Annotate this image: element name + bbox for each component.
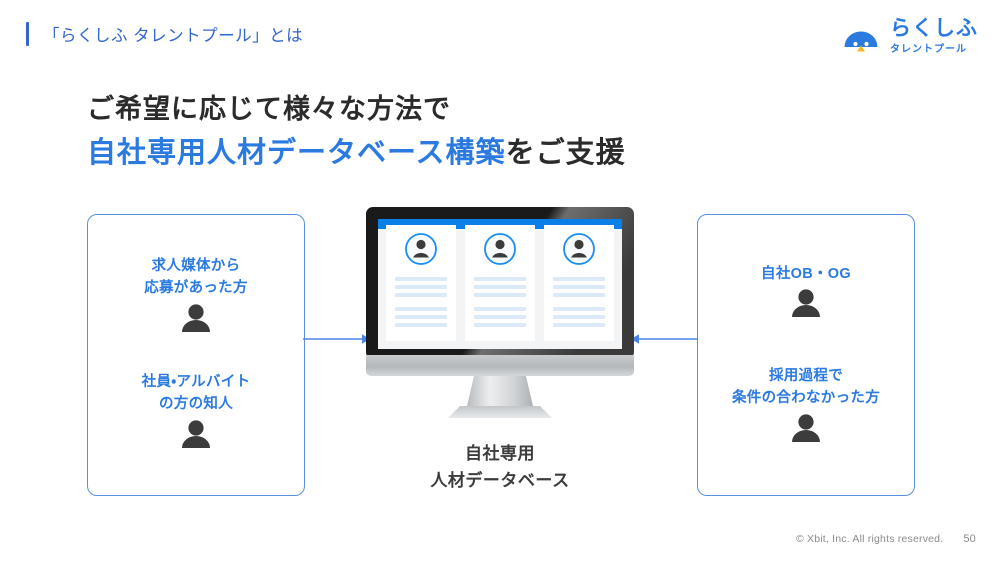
monitor-chin [366,355,634,376]
source-group-left-1: 求人媒体から 応募があった方 [88,255,304,332]
brand-logo: らくしふ タレントプール [841,17,978,57]
rakushifu-bird-logo-icon [841,17,881,57]
monitor-caption-line-2: 人材データベース [430,471,570,491]
source-group-right-1: 自社OB・OG [698,263,914,318]
header-title-group: 「らくしふ タレントプール」とは [26,22,303,46]
source-group-right-2: 採用過程で 条件の合わなかった方 [698,365,914,442]
copyright-text: © Xbit, Inc. All rights reserved. [795,533,944,545]
person-icon [792,414,820,442]
profile-card [544,225,614,341]
headline-line-2: 自社専用人材データベース構築をご支援 [87,132,626,174]
person-icon [182,420,210,448]
headline-tail: をご支援 [505,137,626,170]
header-accent-bar [26,22,29,46]
brand-name: らくしふ [890,17,978,40]
source-box-left: 求人媒体から 応募があった方 社員・アルバイト の方の知人 [87,214,305,496]
monitor-stand-foot [448,406,552,418]
page-title: 「らくしふ タレントプール」とは [43,27,304,45]
source-label-left-1-line1: 求人媒体から [151,258,241,274]
source-label-left-2-line2: の方の知人 [159,396,233,413]
profile-card [465,225,535,341]
source-label-right-1-line1: 自社OB・OG [761,266,851,282]
person-icon [792,289,820,318]
person-icon [182,304,210,332]
headline-line-1: ご希望に応じて様々な方法で [87,94,451,124]
brand-logo-text: らくしふ タレントプール [890,17,978,57]
monitor-caption-line-1: 自社専用 [465,444,535,463]
slide-header: 「らくしふ タレントプール」とは らくしふ タレントプール [0,0,1000,72]
monitor-caption: 自社専用 人材データベース [362,440,638,494]
arrow-right-to-center-icon [631,334,698,344]
page-number: 50 [963,533,976,545]
monitor-stand-neck [467,376,533,406]
arrow-left-to-center-icon [303,334,370,344]
screen-top-bar [378,219,622,229]
desktop-monitor-illustration [362,205,638,427]
source-label-right-2-line2: 条件の合わなかった方 [732,390,880,407]
profile-card [386,225,456,341]
source-label-left-2-line1: 社員・アルバイト [141,374,251,390]
headline-emphasis: 自社専用人材データベース構築 [87,137,506,170]
source-box-right: 自社OB・OG 採用過程で 条件の合わなかった方 [697,214,915,496]
source-group-left-2: 社員・アルバイト の方の知人 [88,371,304,448]
brand-subtitle: タレントプール [890,44,967,56]
headline-block: ご希望に応じて様々な方法で 自社専用人材データベース構築をご支援 [87,90,626,174]
slide-footer: © Xbit, Inc. All rights reserved. 50 [796,533,976,545]
source-label-right-2-line1: 採用過程で [769,368,843,384]
source-label-left-1-line2: 応募があった方 [144,280,248,297]
